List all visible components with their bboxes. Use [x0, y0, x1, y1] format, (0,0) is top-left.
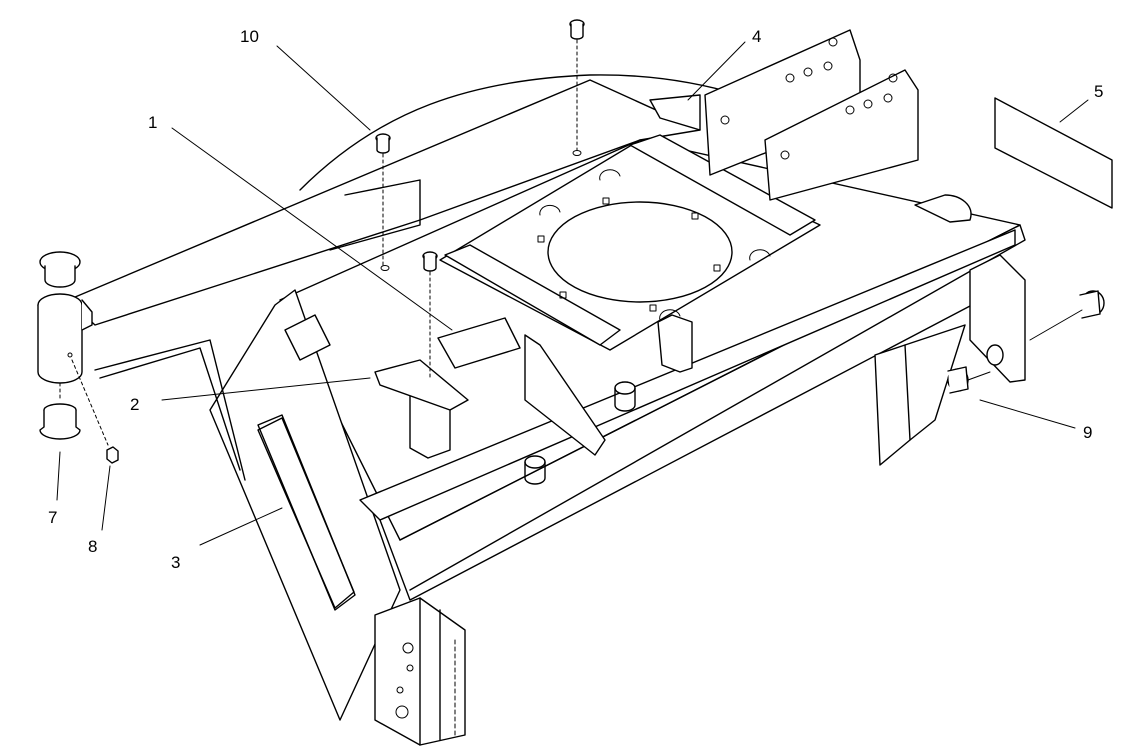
mower-deck: [67, 74, 1026, 721]
flange-bushing-10c: [422, 251, 438, 381]
grease-fitting-8: [71, 359, 119, 464]
pivot-arm-bushings-7: [37, 251, 93, 440]
decals: [257, 97, 1113, 609]
callout-7: 7: [48, 508, 57, 527]
leader-lines: [56, 41, 1089, 546]
callout-9: 9: [1083, 423, 1092, 442]
decal-3: [257, 417, 355, 609]
callout-2: 2: [130, 395, 139, 414]
flange-bushing-10a: [569, 19, 585, 156]
drive-plate: [439, 134, 821, 351]
decal-1: [437, 317, 521, 369]
flange-bushing-10b: [375, 133, 391, 271]
bushings-9: [947, 290, 1105, 394]
callout-10: 10: [240, 27, 259, 46]
decal-5: [994, 97, 1113, 209]
front-pivot-block: [374, 597, 466, 746]
callout-5: 5: [1094, 82, 1103, 101]
callout-3: 3: [171, 553, 180, 572]
rear-hitch-brackets: [649, 29, 919, 201]
decal-2: [374, 359, 469, 411]
callout-4: 4: [752, 27, 761, 46]
callout-labels: 1 2 3 4 5 7 8 9 10: [48, 27, 1103, 572]
callout-1: 1: [148, 113, 157, 132]
hardware: [37, 19, 1105, 464]
callout-8: 8: [88, 537, 97, 556]
front-right-bracket: [874, 194, 1026, 466]
spindle-opening: [547, 201, 733, 303]
